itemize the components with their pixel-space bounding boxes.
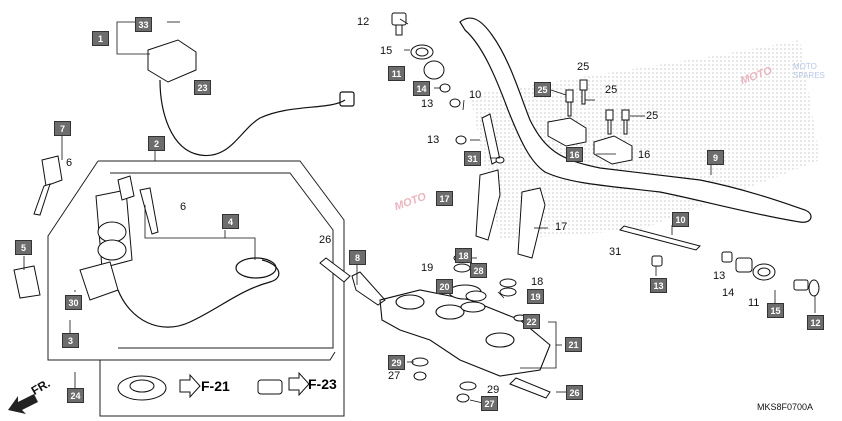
label-13: 13 <box>421 98 434 110</box>
handlebar-clamps <box>547 117 633 165</box>
part-box-12: 12 <box>807 315 824 330</box>
bracket <box>351 271 386 306</box>
front-direction-arrow <box>8 394 38 414</box>
part-box-3: 3 <box>62 333 79 348</box>
part-box-25: 25 <box>534 82 551 97</box>
part-box-24: 24 <box>67 388 84 403</box>
label-14: 14 <box>722 287 735 299</box>
part-box-9: 9 <box>707 150 724 165</box>
label-25-c: 25 <box>646 110 659 122</box>
part-box-31: 31 <box>464 151 481 166</box>
part-box-4: 4 <box>222 214 239 229</box>
label-16: 16 <box>638 149 651 161</box>
label-10: 10 <box>469 89 482 101</box>
leader-lines <box>23 18 816 404</box>
figure-ref-arrows <box>179 371 310 399</box>
part-box-10: 10 <box>672 212 689 227</box>
ignition-switch <box>13 39 283 401</box>
label-29: 29 <box>487 384 500 396</box>
label-12: 12 <box>357 16 370 28</box>
label-26: 26 <box>319 234 332 246</box>
part-box-2: 2 <box>148 136 165 151</box>
stem-hardware <box>391 12 505 165</box>
label-25-a: 25 <box>577 61 590 73</box>
figure-ref-f21[interactable]: F-21 <box>201 378 230 394</box>
watermark-subtext: MOTO SPARES <box>793 62 825 80</box>
part-box-14: 14 <box>413 81 430 96</box>
part-box-22: 22 <box>523 314 540 329</box>
part-box-17: 17 <box>436 191 453 206</box>
part-box-27: 27 <box>481 396 498 411</box>
part-box-20: 20 <box>436 279 453 294</box>
bar-end-hardware <box>619 225 820 297</box>
part-box-28: 28 <box>470 263 487 278</box>
label-6-b: 6 <box>180 201 187 213</box>
part-box-1: 1 <box>92 31 109 46</box>
part-box-29: 29 <box>388 355 405 370</box>
part-box-5: 5 <box>15 240 32 255</box>
part-box-21: 21 <box>565 337 582 352</box>
clamp-bolts <box>565 79 630 135</box>
label-13-c: 13 <box>713 270 726 282</box>
label-18: 18 <box>531 276 544 288</box>
keys <box>33 155 159 235</box>
part-box-30: 30 <box>65 295 82 310</box>
label-15: 15 <box>380 45 393 57</box>
part-box-11: 11 <box>388 66 405 81</box>
triple-clamp <box>379 284 551 377</box>
part-box-18: 18 <box>455 248 472 263</box>
label-19: 19 <box>421 262 434 274</box>
part-box-15: 15 <box>767 303 784 318</box>
fork-tops <box>475 169 546 259</box>
part-box-16: 16 <box>566 147 583 162</box>
figure-ref-f23[interactable]: F-23 <box>308 376 337 392</box>
ignition-group-outline <box>47 160 345 417</box>
label-25-b: 25 <box>605 84 618 96</box>
stem-bolts <box>319 257 551 399</box>
label-13-b: 13 <box>427 134 440 146</box>
part-box-33: 33 <box>135 17 152 32</box>
part-box-7: 7 <box>54 121 71 136</box>
diagram-code: MKS8F0700A <box>757 402 814 412</box>
label-27: 27 <box>388 370 401 382</box>
part-box-26: 26 <box>566 385 583 400</box>
wire-harness <box>117 79 355 328</box>
label-31: 31 <box>609 246 622 258</box>
part-box-23: 23 <box>194 80 211 95</box>
handlebar <box>459 17 812 223</box>
label-17: 17 <box>555 221 568 233</box>
label-11: 11 <box>748 297 760 309</box>
part-box-19: 19 <box>527 289 544 304</box>
label-6-a: 6 <box>66 157 73 169</box>
part-box-13: 13 <box>650 278 667 293</box>
lower-nuts <box>411 357 477 403</box>
part-box-8: 8 <box>349 250 366 265</box>
